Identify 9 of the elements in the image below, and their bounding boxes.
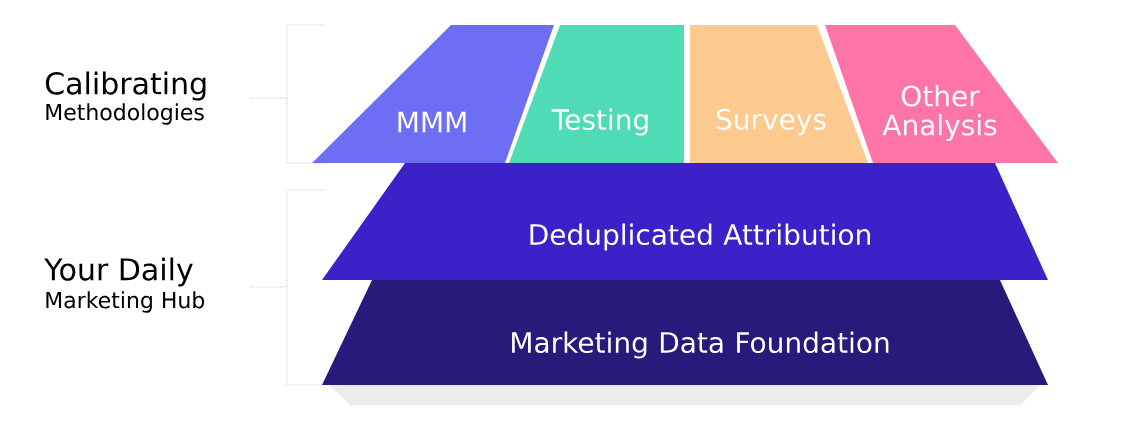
side-label: Methodologies xyxy=(46,103,204,125)
pyramid-layer: Testing xyxy=(509,25,684,163)
side-label: Marketing Hub xyxy=(46,291,205,313)
pyramid-layer: Other Analysis xyxy=(825,25,1058,163)
pyramid-layer: Surveys xyxy=(690,25,868,163)
side-label: Your Daily xyxy=(44,257,193,287)
side-label: Calibrating xyxy=(45,71,206,101)
pyramid-layer: Deduplicated Attribution xyxy=(322,163,1048,280)
pyramid-layer: Marketing Data Foundation xyxy=(322,280,1048,385)
